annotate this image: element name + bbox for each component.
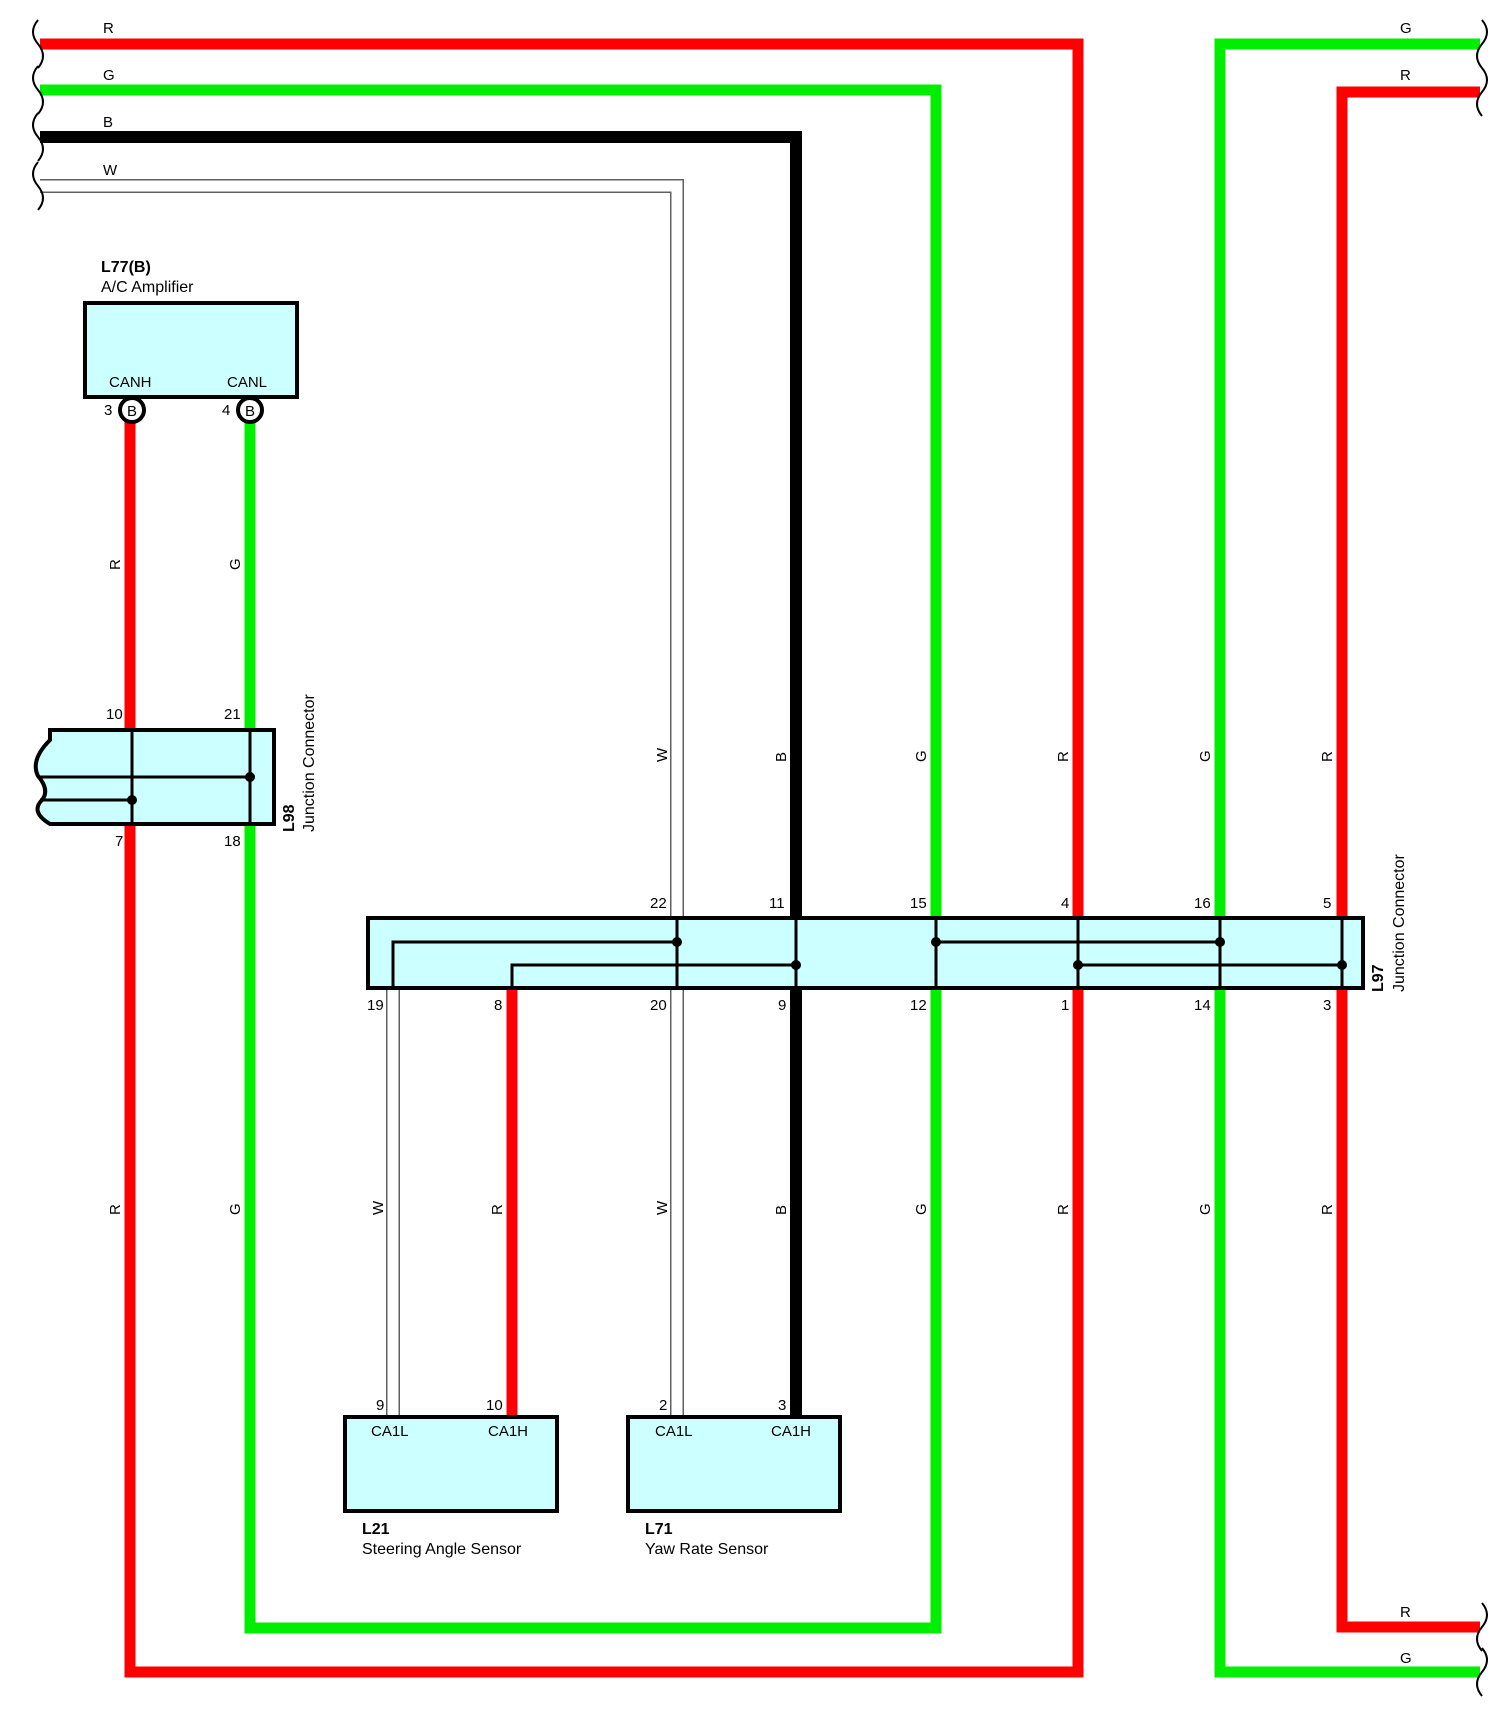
l97-pin-19: 19 [367,997,384,1014]
l98-splice-r [127,795,137,805]
l77-pin-canl: CANL [227,374,267,391]
connector-l21-steering-angle-sensor: 9 10 CA1L CA1H L21 Steering Angle Sensor [343,1397,559,1558]
connector-l77-ac-amplifier: L77(B) A/C Amplifier CANH CANL 3 4 B B [83,259,299,424]
top-wire-label-r: R [103,20,114,37]
l97-splice-g1 [931,937,941,947]
l97-pin-4: 4 [1061,895,1069,912]
mid-wire-label-g2: G [1197,750,1214,762]
l77-terminal-mark-3: B [127,403,137,420]
l97-splice-w [672,937,682,947]
l21-pin-ca1l: CA1L [371,1423,409,1440]
low-wire-label-g1: G [913,1203,930,1215]
low-wire-label-b-l71: B [773,1205,790,1215]
l98-splice-g [245,772,255,782]
mid-wire-label-r1: R [1055,751,1072,762]
right-wire-label-g: G [1400,20,1412,37]
l77-id: L77(B) [101,259,151,276]
l71-pin-ca1l: CA1L [655,1423,693,1440]
l97-name: Junction Connector [1391,853,1408,992]
l21-box [343,1415,559,1513]
l97-box [366,916,1365,990]
l97-splice-g2 [1215,937,1225,947]
l97-pin-12: 12 [910,997,927,1014]
low-wire-label-w-l21: W [370,1200,387,1215]
l97-pin-20: 20 [650,997,667,1014]
mid-wire-label-b: B [773,752,790,762]
right-wire-label-r: R [1400,67,1411,84]
low-wire-label-r1: R [1055,1204,1072,1215]
l98-name: Junction Connector [301,693,318,832]
l71-pin-3: 3 [778,1397,786,1414]
low-wire-label-r-l21: R [489,1204,506,1215]
bottom-wire-label-r: R [1400,1604,1411,1621]
l97-pin-11: 11 [769,895,785,912]
mid-wire-label-w: W [654,747,671,762]
l97-id: L97 [1370,964,1387,992]
l77-pin-no-4: 4 [222,402,230,419]
wire-g-main [40,84,942,1634]
l97-pin-8: 8 [494,997,502,1014]
mid-wire-label-g1: G [913,750,930,762]
l97-splice-r1 [1073,960,1083,970]
l21-pin-ca1h: CA1H [488,1423,528,1440]
l77-name: A/C Amplifier [101,279,194,296]
bottom-wire-label-g: G [1400,1650,1412,1667]
l97-pin-16: 16 [1194,895,1211,912]
l98-pin-7: 7 [115,833,123,850]
l21-pin-9: 9 [376,1397,384,1414]
amp-wire-label-g: G [227,558,244,570]
l77-terminal-mark-4: B [245,403,255,420]
mid-wire-label-r2: R [1319,751,1336,762]
l21-name: Steering Angle Sensor [362,1541,522,1558]
l98-pin-18: 18 [224,833,241,850]
wire-r-right [1336,86,1480,1633]
l97-pin-15: 15 [910,895,927,912]
top-wire-label-b: B [103,114,113,131]
l97-pin-1: 1 [1061,997,1069,1014]
l98-id: L98 [281,804,298,832]
l77-pin-no-3: 3 [104,402,112,419]
l71-box [626,1415,842,1513]
l98-pin-21: 21 [224,706,241,723]
break-marks-right [1476,19,1488,1697]
l97-splice-r2 [1337,960,1347,970]
connector-l98-junction: 10 21 7 18 L98 Junction Connector [33,693,318,850]
l21-id: L21 [362,1521,390,1538]
l97-pin-22: 22 [650,895,667,912]
low-wire-label-r2: R [1319,1204,1336,1215]
l97-pin-14: 14 [1194,997,1211,1014]
l97-pin-3: 3 [1323,997,1331,1014]
l71-id: L71 [645,1521,673,1538]
l71-pin-2: 2 [659,1397,667,1414]
l77-terminal-3 [118,396,146,424]
wire-g-right [1214,38,1480,1678]
wire-r-main [40,38,1084,1678]
l77-pin-canh: CANH [109,374,152,391]
l77-box [83,301,299,399]
amp-wire-label-r: R [107,559,124,570]
break-marks-left [32,19,44,211]
low-wire-label-r-left: R [107,1204,124,1215]
l21-pin-10: 10 [486,1397,503,1414]
connector-l71-yaw-rate-sensor: 2 3 CA1L CA1H L71 Yaw Rate Sensor [626,1397,842,1558]
top-wire-label-w: W [103,162,118,179]
low-wire-label-g2: G [1197,1203,1214,1215]
l71-name: Yaw Rate Sensor [645,1541,769,1558]
l97-pin-9: 9 [778,997,786,1014]
wire-w-main-core [40,180,683,1415]
l97-pin-5: 5 [1323,895,1331,912]
low-wire-label-g-left: G [227,1203,244,1215]
connector-l97-junction: 22 11 15 4 16 5 19 8 20 9 12 1 14 3 L97 … [366,853,1408,1014]
l71-pin-ca1h: CA1H [771,1423,811,1440]
top-wire-label-g: G [103,67,115,84]
l77-terminal-4 [236,396,264,424]
l97-splice-b [791,960,801,970]
low-wire-label-w-l71: W [654,1200,671,1215]
l98-pin-10: 10 [106,706,123,723]
